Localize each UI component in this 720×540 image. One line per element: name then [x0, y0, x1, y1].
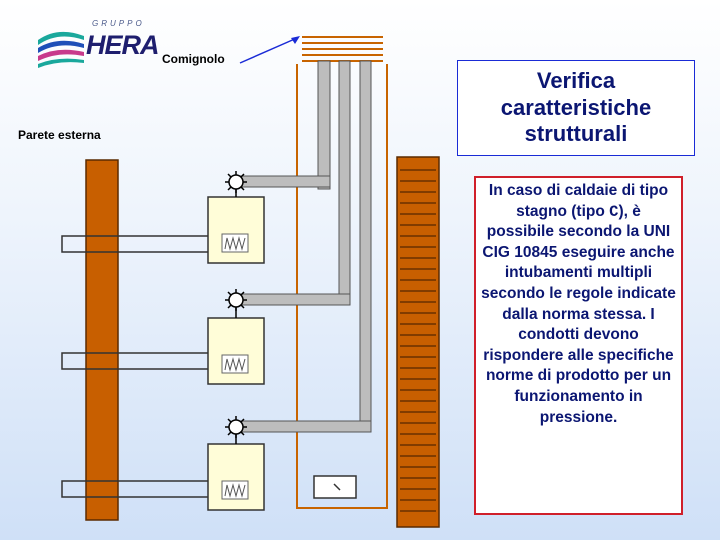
page-title: Verifica caratteristiche strutturali — [500, 68, 652, 147]
chimney-leader-line — [239, 36, 300, 64]
boiler-2 — [207, 317, 265, 385]
brick-wall — [396, 156, 440, 528]
description-text-1: In caso di caldaie di tipo stagno (tipo — [488, 182, 669, 220]
flue-pipe-1 — [317, 60, 331, 190]
condensate-drain — [313, 475, 357, 499]
flue-pipe-3 — [359, 60, 372, 431]
chimney-shaft — [296, 64, 388, 509]
boiler-1 — [207, 196, 265, 264]
hera-logo-icon — [38, 31, 84, 68]
description-text-2: C — [609, 202, 619, 221]
external-wall — [85, 159, 119, 521]
title-box: Verifica caratteristiche strutturali — [457, 60, 695, 156]
chimney-label: Comignolo — [162, 52, 225, 66]
flue-pipe-2 — [338, 60, 351, 305]
flue-pipes — [317, 60, 372, 431]
boiler-3 — [207, 443, 265, 511]
brick-wall-joints — [400, 169, 436, 512]
description-text-3: ), è possibile secondo la UNI CIG 10845 … — [481, 202, 676, 426]
fan-icon — [225, 171, 247, 197]
chimney-cap — [302, 36, 383, 62]
air-intake-pipes — [61, 235, 208, 498]
fan-icon — [225, 289, 247, 318]
logo-brand: HERA — [86, 30, 160, 60]
fan-icon — [225, 416, 247, 444]
external-wall-label: Parete esterna — [18, 128, 101, 142]
logo-group-label: GRUPPO — [92, 19, 145, 28]
description-box: In caso di caldaie di tipo stagno (tipo … — [474, 176, 683, 515]
